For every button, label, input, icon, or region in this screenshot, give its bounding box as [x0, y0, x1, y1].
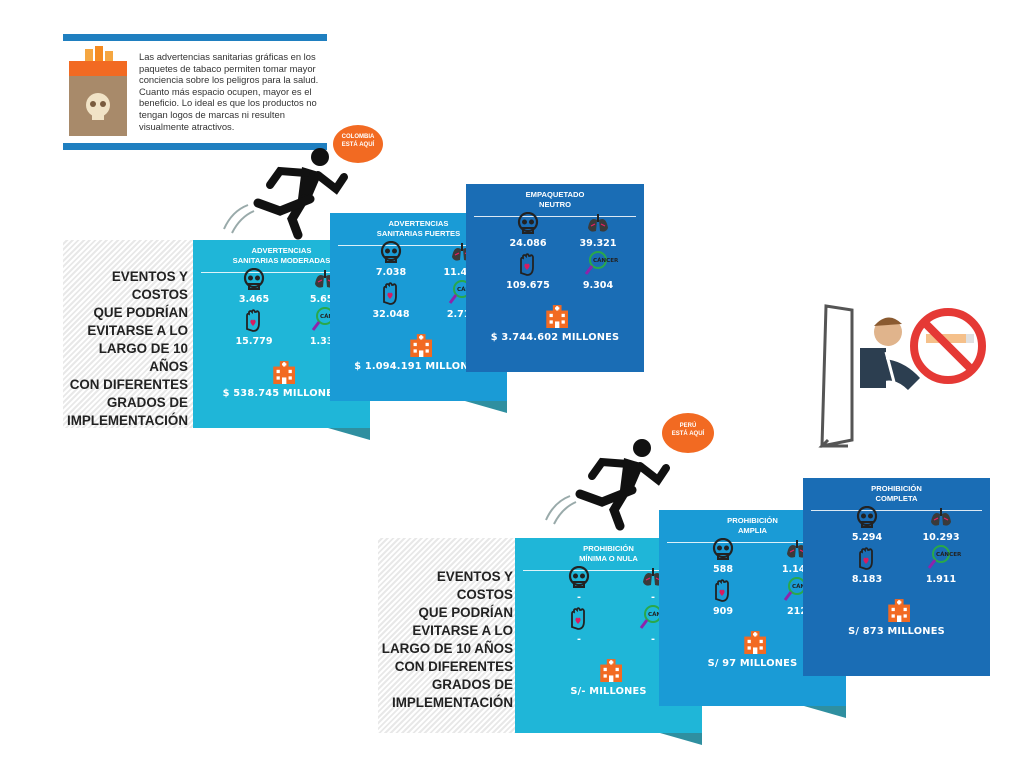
cancer-magnifier-icon: CÁNCER: [584, 251, 619, 275]
panel-title: PROHIBICIÓN AMPLIA: [727, 516, 778, 535]
panel-title: ADVERTENCIAS SANITARIAS FUERTES: [376, 219, 461, 238]
panel-title: PROHIBICIÓN MÍNIMA O NULA: [579, 544, 638, 563]
running-man-icon: [223, 148, 348, 240]
value-cancer: 212: [786, 606, 808, 617]
panel-cost: $ 1.094.191 MILLONES: [354, 361, 483, 372]
panel-divider: [474, 216, 636, 217]
heart-hand-icon: [715, 579, 729, 602]
panel-divider: [201, 272, 362, 273]
value-lung-disease: 11.490: [443, 267, 481, 278]
value-cancer: 1.339: [309, 336, 341, 347]
value-cardiovascular: 15.779: [235, 336, 273, 347]
skull-icon: [856, 506, 878, 528]
no-smoking-icon: [818, 304, 986, 448]
panel-cost: $ 538.745 MILLONES: [222, 388, 341, 399]
cigarette-pack-icon: [69, 46, 127, 136]
value-lung-disease: -: [651, 592, 655, 603]
heart-hand-icon: [859, 547, 873, 570]
value-lung-disease: 39.321: [579, 238, 617, 249]
events-label-bottom: EVENTOS Y COSTOS QUE PODRÍAN EVITARSE A …: [381, 569, 513, 710]
value-deaths: -: [577, 592, 581, 603]
value-lung-disease: 10.293: [922, 532, 960, 543]
panel-cost: S/ 873 MILLONES: [848, 626, 945, 637]
value-deaths: 7.038: [375, 267, 407, 278]
events-label-top: EVENTOS Y COSTOS QUE PODRÍAN EVITARSE A …: [66, 269, 188, 428]
hospital-icon: [744, 631, 766, 654]
value-deaths: 24.086: [509, 238, 547, 249]
panel-fold: [465, 401, 507, 413]
skull-icon: [568, 566, 590, 588]
lungs-icon: [931, 508, 951, 526]
cancer-magnifier-icon: CÁNCER: [927, 545, 962, 569]
info-top-bar: [63, 34, 327, 41]
panel-cost: S/- MILLONES: [570, 686, 647, 697]
panel-cost: $ 3.744.602 MILLONES: [490, 332, 620, 343]
panel-divider: [811, 510, 982, 511]
panel-fold: [328, 428, 370, 440]
skull-icon: [380, 241, 402, 263]
hatch-bottom: [378, 538, 518, 733]
heart-hand-icon: [246, 309, 260, 332]
value-deaths: 5.294: [851, 532, 883, 543]
hospital-icon: [273, 361, 295, 384]
hospital-icon: [600, 659, 622, 682]
heart-hand-icon: [383, 282, 397, 305]
panel-divider: [338, 245, 499, 246]
value-cancer: 1.911: [925, 574, 957, 585]
cancer-label: CÁNCER: [593, 257, 619, 264]
hospital-icon: [546, 305, 568, 328]
heart-hand-icon: [571, 607, 585, 630]
value-cardiovascular: -: [577, 634, 581, 645]
value-lung-disease: 1.144: [781, 564, 813, 575]
heart-hand-icon: [520, 253, 534, 276]
running-man-icon: [545, 439, 670, 531]
skull-icon: [243, 268, 265, 290]
panel-fold: [660, 733, 702, 745]
panel-divider: [523, 570, 694, 571]
hospital-icon: [888, 599, 910, 622]
lungs-icon: [588, 214, 608, 232]
cancer-label: CÁNCER: [936, 551, 962, 558]
value-cardiovascular: 109.675: [506, 280, 550, 291]
info-bottom-bar: [63, 143, 327, 150]
value-deaths: 588: [712, 564, 734, 575]
hospital-icon: [410, 334, 432, 357]
panel-title: ADVERTENCIAS SANITARIAS MODERADAS: [232, 246, 331, 265]
skull-icon: [517, 212, 539, 234]
value-cancer: -: [651, 634, 655, 645]
panel-divider: [667, 542, 838, 543]
value-cardiovascular: 32.048: [372, 309, 410, 320]
value-cancer: 9.304: [582, 280, 614, 291]
panel-cost: S/ 97 MILLONES: [707, 658, 798, 669]
info-text: Las advertencias sanitarias gráficas en …: [139, 51, 319, 132]
panel-title: PROHIBICIÓN COMPLETA: [871, 484, 922, 503]
panel-fold: [804, 706, 846, 718]
value-cardiovascular: 8.183: [851, 574, 883, 585]
value-deaths: 3.465: [238, 294, 270, 305]
peru-bubble: PERÚ ESTÁ AQUÍ: [662, 413, 714, 453]
value-lung-disease: 5.657: [309, 294, 341, 305]
skull-icon: [712, 538, 734, 560]
value-cardiovascular: 909: [712, 606, 734, 617]
value-cancer: 2.719: [446, 309, 478, 320]
colombia-bubble: COLOMBIA ESTÁ AQUÍ: [333, 125, 383, 163]
hatch-top: [63, 240, 198, 428]
panel-title: EMPAQUETADO NEUTRO: [525, 190, 585, 209]
